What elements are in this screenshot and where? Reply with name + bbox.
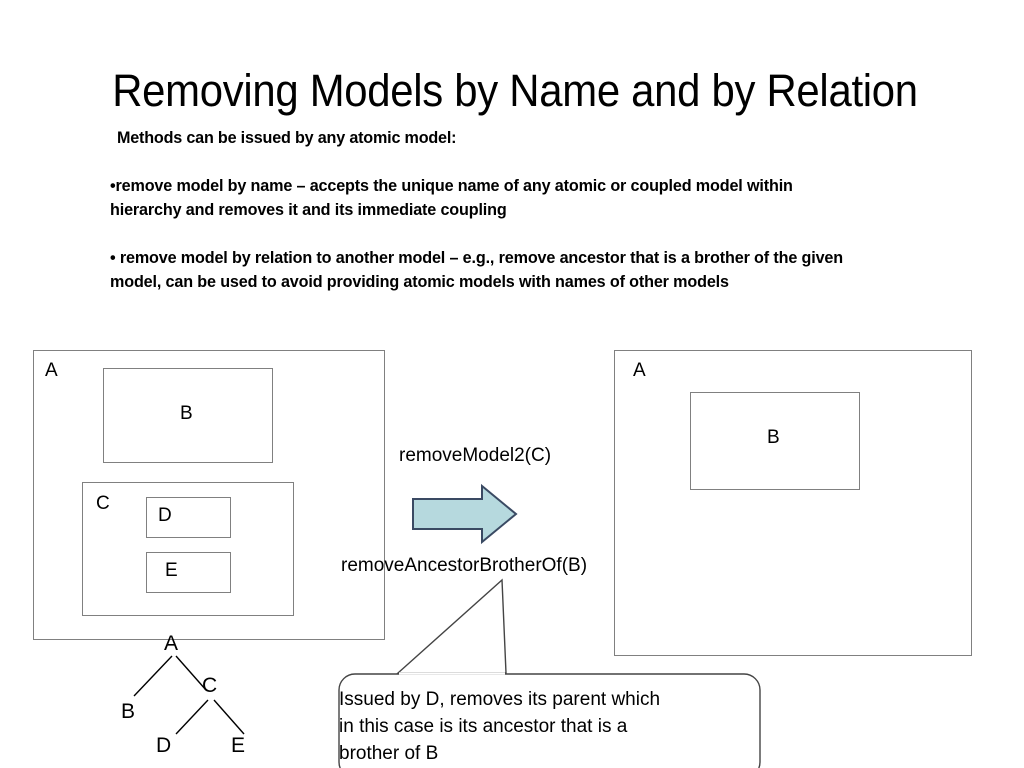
right-arrow-icon [412, 483, 518, 545]
tree-node-e: E [231, 734, 246, 757]
left-model-label-e: E [165, 560, 178, 581]
left-model-box-d [146, 497, 231, 538]
left-model-label-d: D [158, 505, 172, 526]
left-model-box-e [146, 552, 231, 593]
operation-label-remove-ancestor-brother-of: removeAncestorBrotherOf(B) [341, 555, 588, 576]
page-title: Removing Models by Name and by Relation [112, 65, 918, 116]
bullet-paragraph-remove-by-name: •remove model by name – accepts the uniq… [110, 176, 793, 219]
tree-node-b: B [121, 700, 136, 723]
right-model-label-b: B [767, 427, 780, 448]
left-model-label-c: C [96, 493, 110, 514]
left-model-label-b: B [180, 403, 193, 424]
operation-label-remove-model2: removeModel2(C) [399, 445, 552, 466]
tree-node-c: C [202, 674, 218, 697]
bullet-paragraph-remove-by-relation: • remove model by relation to another mo… [110, 248, 843, 291]
right-model-label-a: A [633, 360, 646, 381]
left-model-label-a: A [45, 360, 58, 381]
tree-node-a: A [164, 632, 179, 655]
tree-node-d: D [156, 734, 172, 757]
left-model-box-b [103, 368, 273, 463]
callout-text: Issued by D, removes its parent which in… [339, 689, 661, 764]
model-hierarchy-tree [133, 655, 245, 735]
callout-balloon [338, 578, 761, 768]
right-model-box-b [690, 392, 860, 490]
lead-line: Methods can be issued by any atomic mode… [117, 128, 457, 147]
